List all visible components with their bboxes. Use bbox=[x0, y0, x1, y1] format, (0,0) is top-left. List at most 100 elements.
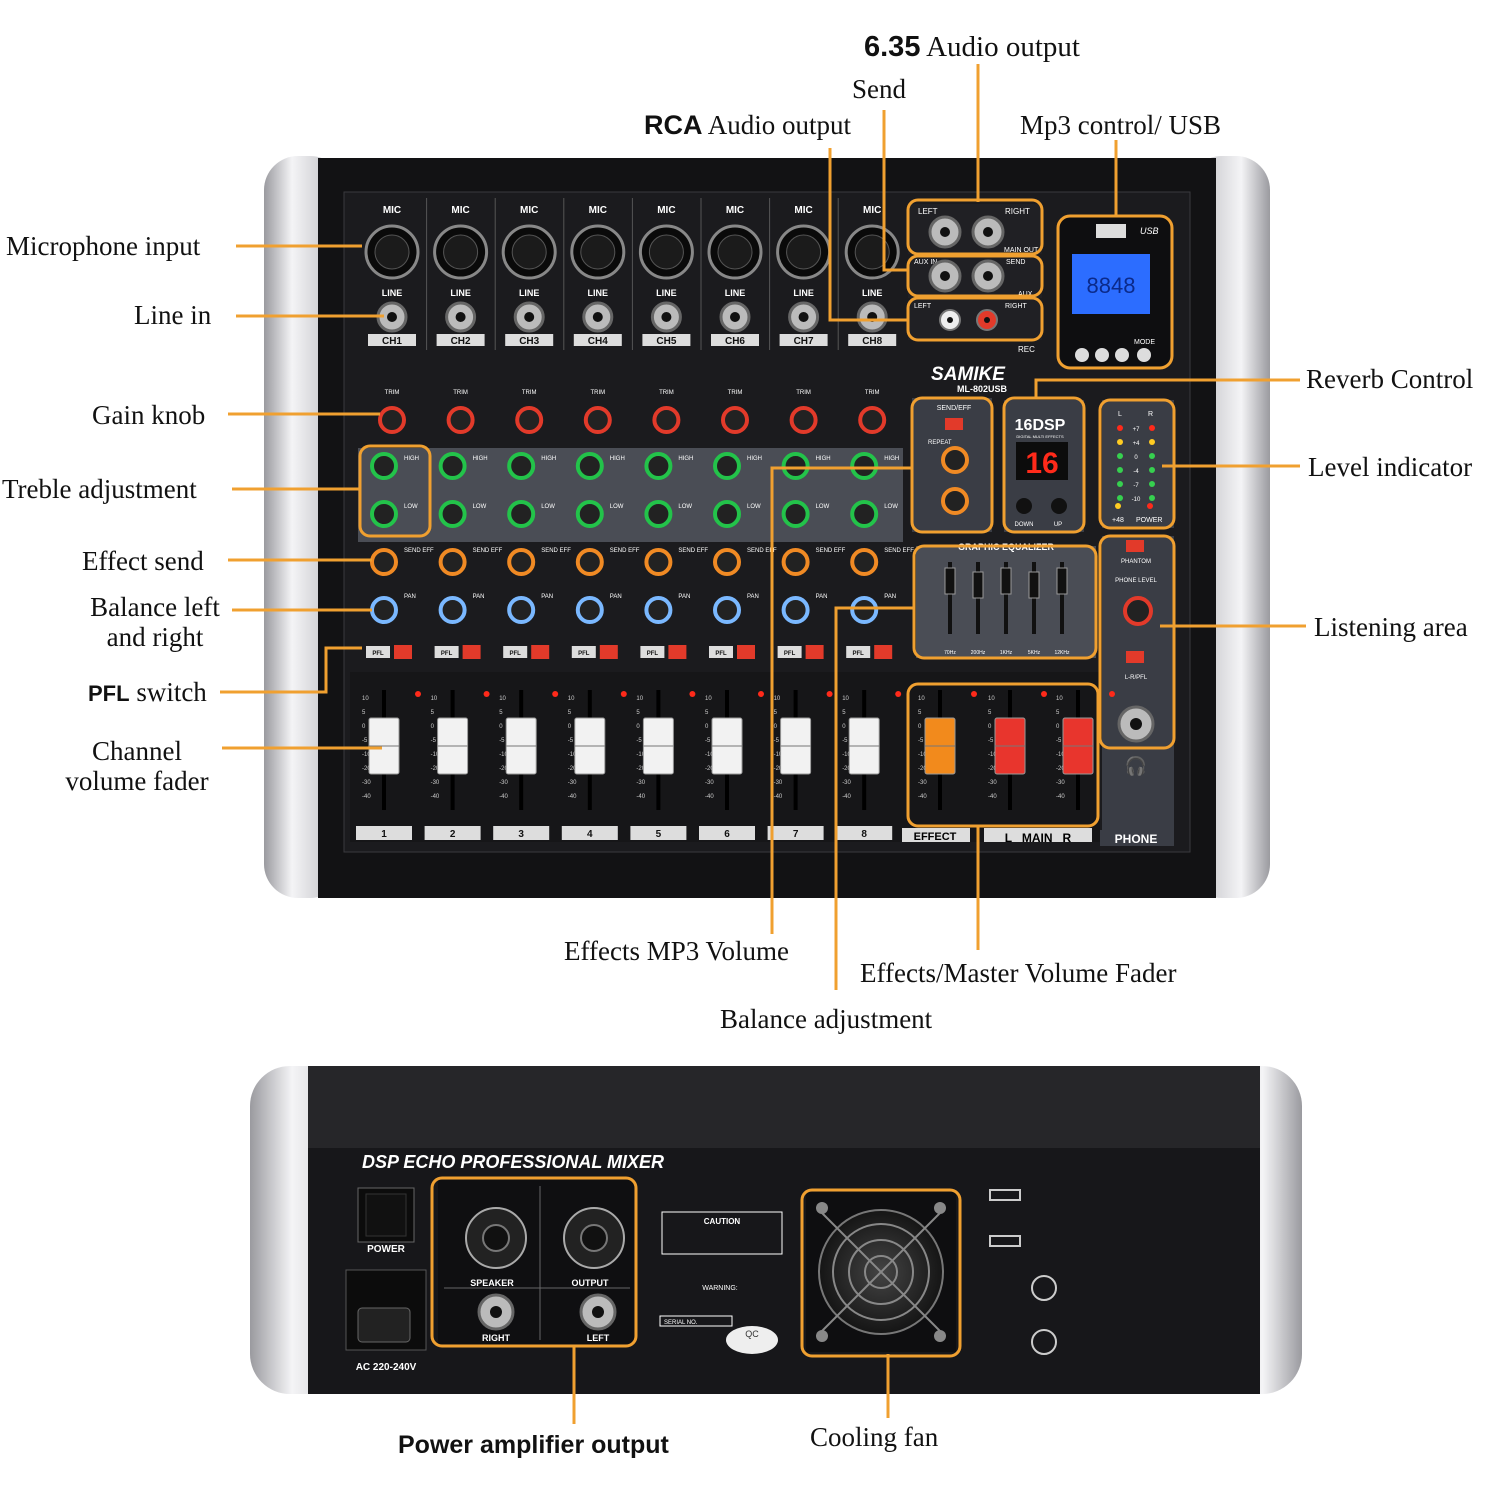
pan-knob-1[interactable] bbox=[370, 596, 398, 624]
pan-knob-6[interactable] bbox=[713, 596, 741, 624]
pfl-switch-5[interactable] bbox=[668, 645, 687, 659]
send-knob-6[interactable] bbox=[713, 548, 741, 576]
eff-mp3-knob[interactable] bbox=[941, 487, 969, 515]
low-knob-1[interactable] bbox=[370, 500, 398, 528]
send-knob-2[interactable] bbox=[438, 548, 467, 576]
send-knob-4[interactable] bbox=[575, 548, 604, 576]
pfl-switch-4[interactable] bbox=[599, 645, 618, 659]
pan-knob-2[interactable] bbox=[438, 596, 467, 624]
svg-text:HIGH: HIGH bbox=[404, 456, 419, 462]
svg-text:PAN: PAN bbox=[678, 594, 690, 600]
high-knob-7[interactable] bbox=[781, 452, 810, 480]
high-knob-3[interactable] bbox=[507, 452, 536, 480]
svg-text:0: 0 bbox=[842, 724, 846, 730]
low-knob-6[interactable] bbox=[713, 500, 741, 528]
low-knob-5[interactable] bbox=[644, 500, 673, 528]
send-knob-1[interactable] bbox=[370, 548, 398, 576]
label-master-fader: Effects/Master Volume Fader bbox=[860, 958, 1177, 988]
svg-text:0: 0 bbox=[499, 724, 503, 730]
svg-text:0: 0 bbox=[774, 724, 778, 730]
svg-text:LOW: LOW bbox=[404, 504, 418, 510]
pan-knob-4[interactable] bbox=[575, 596, 604, 624]
trim-knob-6[interactable] bbox=[721, 406, 749, 434]
pfl-switch-6[interactable] bbox=[737, 645, 755, 659]
high-knob-1[interactable] bbox=[370, 452, 398, 480]
pan-knob-5[interactable] bbox=[644, 596, 673, 624]
back-right-connectors bbox=[989, 1189, 1057, 1355]
high-knob-5[interactable] bbox=[644, 452, 673, 480]
svg-text:-20: -20 bbox=[362, 766, 371, 772]
label-reverb-control: Reverb Control bbox=[1306, 364, 1474, 394]
low-knob-2[interactable] bbox=[438, 500, 467, 528]
low-knob-3[interactable] bbox=[507, 500, 536, 528]
dsp-up-button[interactable] bbox=[1051, 498, 1067, 514]
svg-text:SERIAL NO.: SERIAL NO. bbox=[664, 1320, 698, 1326]
send-knob-7[interactable] bbox=[781, 548, 810, 576]
pan-knob-3[interactable] bbox=[507, 596, 536, 624]
low-knob-4[interactable] bbox=[575, 500, 604, 528]
svg-text:LOW: LOW bbox=[747, 504, 761, 510]
svg-text:10: 10 bbox=[499, 696, 506, 702]
pfl-switch-1[interactable] bbox=[394, 645, 412, 659]
trim-knob-1[interactable] bbox=[378, 406, 406, 434]
label-balance-adjustment: Balance adjustment bbox=[720, 1004, 933, 1034]
high-knob-2[interactable] bbox=[438, 452, 467, 480]
trim-knob-2[interactable] bbox=[446, 406, 475, 434]
svg-text:-5: -5 bbox=[988, 738, 994, 744]
svg-text:-20: -20 bbox=[431, 766, 440, 772]
svg-text:POWER: POWER bbox=[367, 1244, 406, 1255]
svg-text:🎧: 🎧 bbox=[1125, 755, 1147, 776]
high-knob-8[interactable] bbox=[850, 452, 879, 480]
channel-fader-6-number: 6 bbox=[724, 829, 730, 840]
repeat-knob[interactable] bbox=[941, 446, 969, 474]
phone-level-knob[interactable] bbox=[1123, 596, 1153, 626]
svg-text:TRIM: TRIM bbox=[590, 390, 605, 396]
svg-text:-40: -40 bbox=[1056, 794, 1065, 800]
svg-text:5: 5 bbox=[918, 710, 922, 716]
svg-text:LEFT: LEFT bbox=[587, 1333, 610, 1343]
svg-text:+7: +7 bbox=[1133, 427, 1141, 433]
svg-text:PHONE LEVEL: PHONE LEVEL bbox=[1115, 578, 1157, 584]
high-knob-6[interactable] bbox=[713, 452, 741, 480]
trim-knob-5[interactable] bbox=[652, 406, 681, 434]
brand-model: ML-802USB bbox=[957, 384, 1008, 394]
geq-slider-1[interactable] bbox=[944, 567, 956, 595]
svg-text:5: 5 bbox=[499, 710, 503, 716]
send-knob-5[interactable] bbox=[644, 548, 673, 576]
svg-text:-40: -40 bbox=[705, 794, 714, 800]
trim-knob-4[interactable] bbox=[583, 406, 612, 434]
pfl-switch-2[interactable] bbox=[462, 645, 481, 659]
trim-knob-7[interactable] bbox=[789, 406, 818, 434]
geq-slider-3[interactable] bbox=[1000, 567, 1012, 595]
svg-text:5: 5 bbox=[362, 710, 366, 716]
svg-text:SEND EFF: SEND EFF bbox=[747, 548, 777, 554]
svg-text:SEND EFF: SEND EFF bbox=[473, 548, 503, 554]
low-knob-7[interactable] bbox=[781, 500, 810, 528]
low-knob-8[interactable] bbox=[850, 500, 879, 528]
pfl-switch-3[interactable] bbox=[531, 645, 550, 659]
label-level-indicator: Level indicator bbox=[1308, 452, 1473, 482]
send-knob-8[interactable] bbox=[850, 548, 879, 576]
dsp-down-button[interactable] bbox=[1016, 498, 1032, 514]
label-gain-knob: Gain knob bbox=[92, 400, 206, 430]
pan-knob-7[interactable] bbox=[781, 596, 810, 624]
geq-slider-2[interactable] bbox=[972, 571, 984, 599]
geq-slider-4[interactable] bbox=[1028, 571, 1040, 599]
trim-knob-8[interactable] bbox=[858, 406, 887, 434]
high-knob-4[interactable] bbox=[575, 452, 604, 480]
svg-text:-30: -30 bbox=[362, 780, 371, 786]
pfl-switch-8[interactable] bbox=[874, 645, 893, 659]
mic-label: MIC bbox=[794, 205, 812, 216]
channel-label-8: CH8 bbox=[862, 336, 882, 347]
mp3-buttons[interactable] bbox=[1075, 348, 1151, 362]
pan-knob-8[interactable] bbox=[850, 596, 879, 624]
geq-slider-5[interactable] bbox=[1056, 567, 1068, 595]
svg-text:-10: -10 bbox=[1056, 752, 1065, 758]
trim-knob-3[interactable] bbox=[515, 406, 544, 434]
send-knob-3[interactable] bbox=[507, 548, 536, 576]
pfl-switch-7[interactable] bbox=[805, 645, 824, 659]
svg-text:AC 220-240V: AC 220-240V bbox=[356, 1362, 417, 1373]
svg-text:-10: -10 bbox=[636, 752, 645, 758]
